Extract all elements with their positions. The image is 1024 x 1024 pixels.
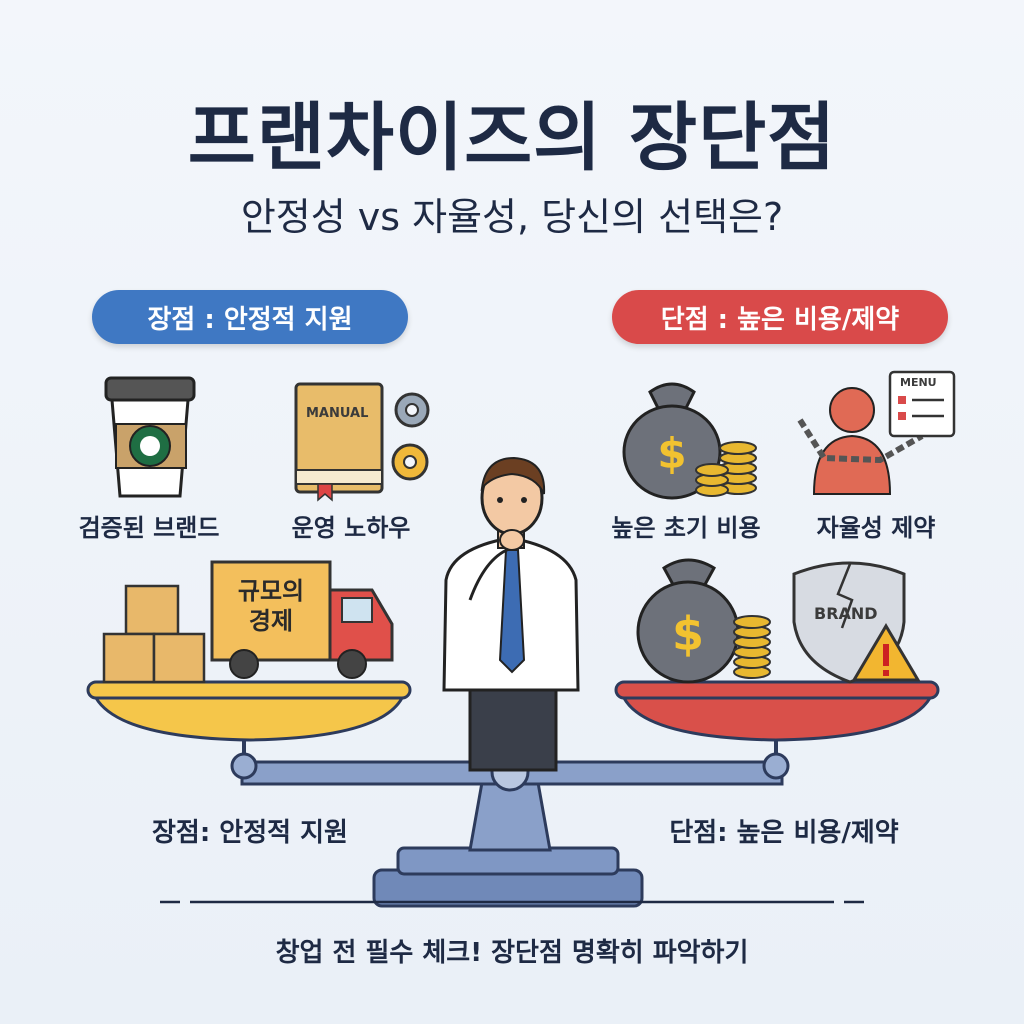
manual-label: MANUAL	[306, 406, 369, 421]
con-item-autonomy: 자율성 제약	[816, 514, 936, 542]
page-title: 프랜차이즈의 장단점	[187, 95, 837, 181]
scale-left-label: 장점: 안정적 지원	[152, 818, 348, 848]
svg-text:$: $	[657, 429, 686, 478]
menu-card-icon	[888, 370, 956, 438]
truck-icon	[210, 560, 394, 679]
footer-text: 창업 전 필수 체크! 장단점 명확히 파악하기	[275, 938, 749, 968]
warning-icon	[851, 623, 921, 682]
pro-header-badge: 장점 : 안정적 지원	[92, 290, 408, 344]
truck-label: 규모의 경제	[222, 576, 320, 636]
businessman-figure	[442, 456, 580, 772]
con-header-badge: 단점 : 높은 비용/제약	[612, 290, 948, 344]
boxes-icon	[102, 584, 206, 684]
chained-person-icon	[797, 387, 924, 495]
right-scale-pan	[614, 680, 940, 742]
pro-item-knowhow: 운영 노하우	[291, 514, 411, 542]
truck-label-line-1: 규모의	[237, 577, 305, 605]
manual-book-icon	[294, 382, 384, 502]
truck-label-line-2: 경제	[248, 607, 294, 635]
money-bag-icon: $	[622, 382, 757, 500]
gear-icon	[391, 392, 430, 481]
svg-text:$: $	[672, 607, 704, 661]
money-bag-pan-icon: $	[636, 558, 771, 684]
left-scale-pan	[86, 680, 412, 742]
page-subtitle: 안정성 vs 자율성, 당신의 선택은?	[240, 195, 784, 239]
coffee-cup-icon	[104, 376, 196, 498]
pro-item-brand: 검증된 브랜드	[78, 514, 220, 542]
shield-label: BRAND	[814, 604, 878, 623]
menu-label: MENU	[900, 376, 937, 389]
scale-right-label: 단점: 높은 비용/제약	[669, 818, 899, 848]
con-item-cost: 높은 초기 비용	[611, 514, 761, 542]
